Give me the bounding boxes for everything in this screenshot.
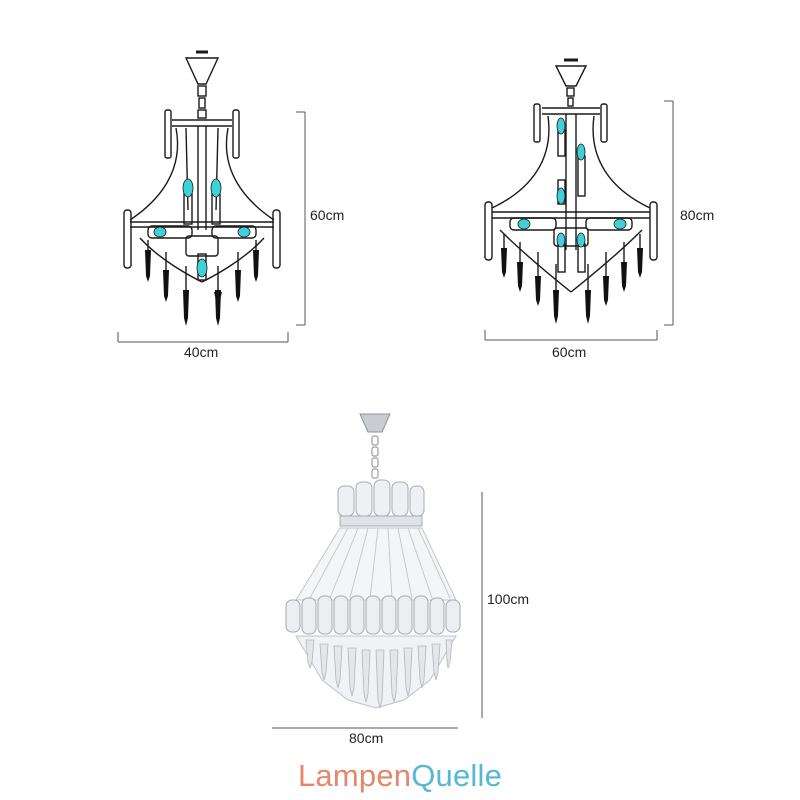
dimension-lines-small (117, 111, 306, 343)
brand-logo: LampenQuelle (0, 758, 800, 794)
chandelier-drops-medium (501, 248, 643, 324)
bulbs-medium (517, 117, 627, 248)
width-label-large: 80cm (349, 730, 384, 746)
dimension-lines-large (272, 492, 483, 729)
height-label-medium: 80cm (680, 207, 715, 223)
chandelier-drawing-medium (484, 58, 658, 293)
height-label-large: 100cm (487, 591, 530, 607)
chandelier-photo-crystal (285, 413, 461, 709)
brand-name-part1: Lampen (297, 758, 412, 793)
chandelier-drawing-small (123, 50, 281, 290)
brand-name-part2: Quelle (411, 758, 503, 793)
bulbs-small (153, 178, 251, 278)
chandelier-drops-small (145, 250, 259, 326)
width-label-medium: 60cm (552, 344, 587, 360)
height-label-small: 60cm (310, 207, 345, 223)
dimension-lines-medium (484, 100, 674, 341)
width-label-small: 40cm (184, 344, 219, 360)
